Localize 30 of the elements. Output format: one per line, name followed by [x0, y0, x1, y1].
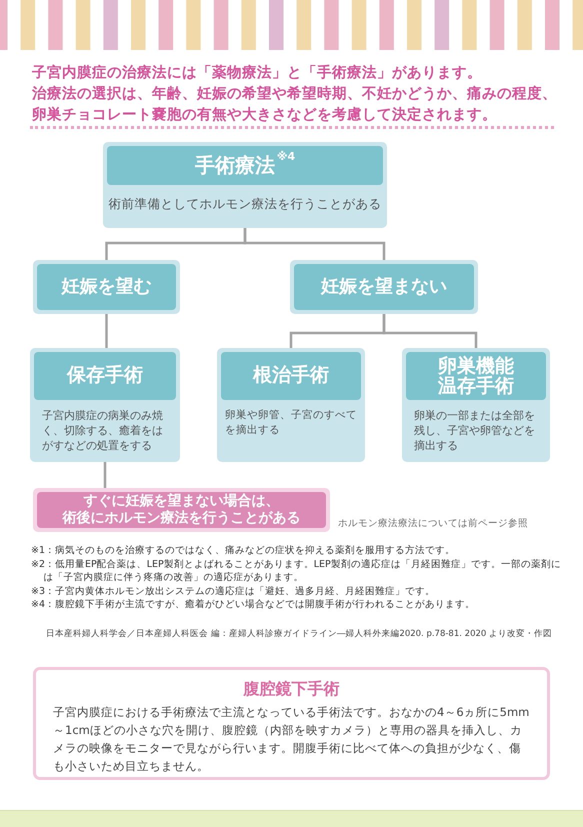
intro-text: 治療法の選択は、年齢、妊娠の希望や希望時期、不妊かどうか、痛みの程度、卵巣チョコレート嚢胞の有無や大きさなどを考慮して決定されます。 — [32, 84, 558, 125]
footnote: ※1：病気そのものを治療するのではなく、痛みなどの症状を抑える薬剤を服用する方法です。 — [31, 544, 456, 558]
intro-text: 子宮内膜症の治療法には「薬物療法」と「手術療法」があります。 — [32, 63, 483, 83]
box-heading: 根治手術 — [221, 352, 361, 400]
surgery-box — [30, 348, 180, 462]
info-panel — [33, 667, 550, 780]
box-description: 卵巣の一部または全部を残し、子宮や卵管などを摘出する — [413, 408, 536, 453]
source-citation: 日本産科婦人科学会／日本産婦人科医会 編：産婦人科診療ガイドライン―婦人科外来編2020. p.78-81. 2020 より改変・作図 — [46, 628, 552, 640]
box-description: 子宮内膜症における手術療法で主流となっている手術法です。おなかの4～6ヵ所に5mm～1cmほどの小さな穴を開け、腹腔鏡（内部を映すカメラ）と専用の器具を挿入し、カメラの映像をモニターで見ながら行います。開腹手術に比べて体への負担が少なく、傷も小さいため目立ちません。 — [53, 704, 530, 775]
box-description: 術前準備としてホルモン療法を行うことがある — [108, 195, 382, 213]
connector-line — [244, 228, 386, 260]
box-heading: 手術療法$^{※4}$ — [107, 146, 383, 185]
connector-line — [382, 314, 478, 348]
reference-note: ホルモン療法療法については前ページ参照 — [338, 517, 528, 530]
connector-line — [105, 314, 108, 348]
box-heading: 保存手術 — [34, 352, 176, 400]
footnote: ※2：低用量EP配合薬は、LEP製剤とよばれることがあります。LEP製剤の適応症は「月経困難症」です。一部の薬剤には「子宮内膜症に伴う疼痛の改善」の適応症があります。 — [31, 558, 561, 584]
surgery-box — [217, 348, 365, 462]
treatment-box — [103, 142, 387, 228]
box-heading: すぐに妊娠を望まない場合は、術後にホルモン療法を行うことがある — [37, 492, 326, 528]
footnote: ※3：子宮内黄体ホルモン放出システムの適応症は「避妊、過多月経、月経困難症」です。 — [31, 584, 436, 598]
box-description: 卵巣や卵管、子宮のすべてを摘出する — [224, 408, 358, 438]
box-heading: 妊娠を望む — [37, 264, 176, 310]
footnote: ※4：腹腔鏡下手術が主流ですが、癒着がひどい場合などでは開腹手術が行われることがあります。 — [31, 598, 476, 612]
connector-line — [104, 462, 106, 488]
box-heading: 卵巣機能温存手術 — [406, 352, 546, 400]
surgery-box — [402, 348, 550, 462]
box-heading: 腹腔鏡下手術 — [242, 678, 340, 700]
box-heading: 妊娠を望まない — [294, 264, 474, 310]
box-description: 子宮内膜症の病巣のみ焼く、切除する、癒着をはがすなどの処置をする — [41, 408, 164, 453]
